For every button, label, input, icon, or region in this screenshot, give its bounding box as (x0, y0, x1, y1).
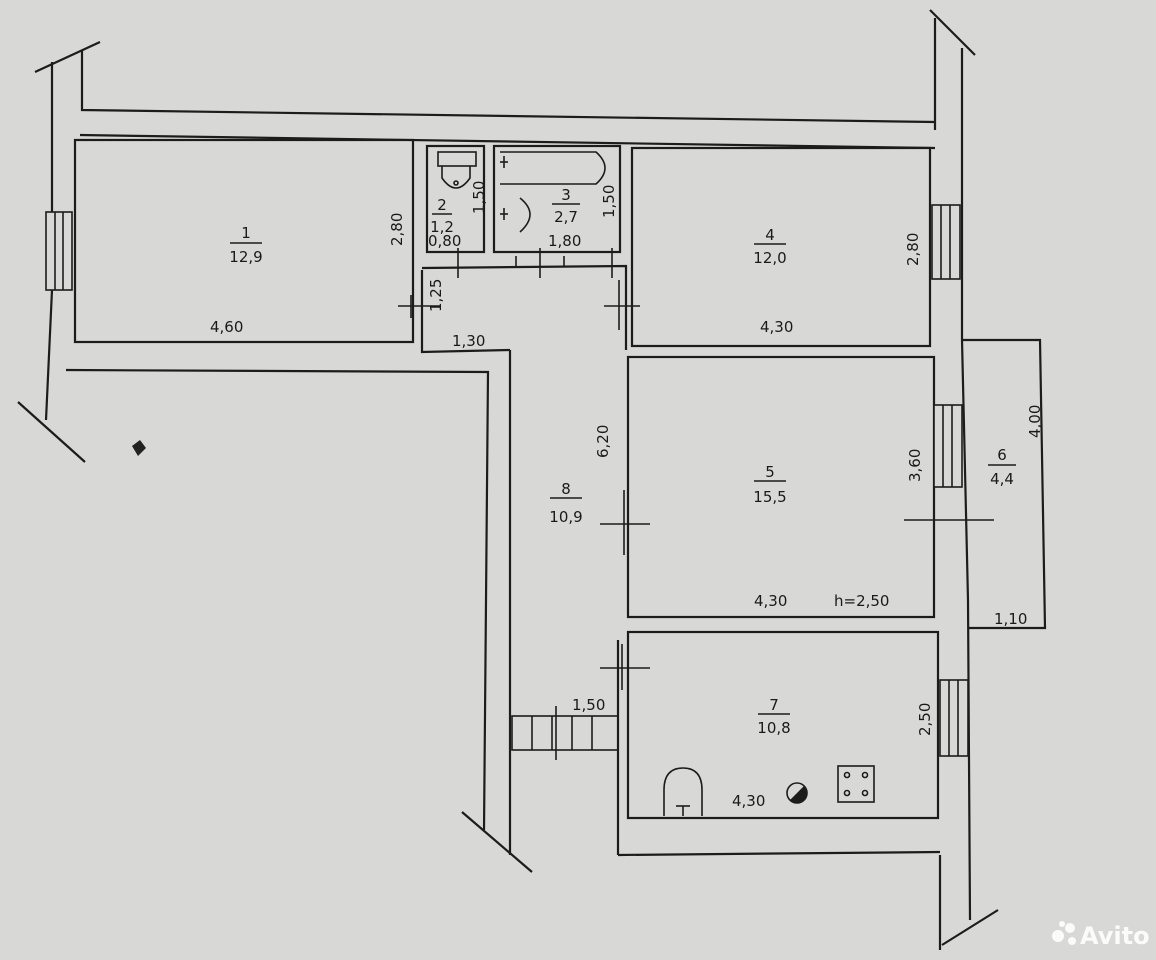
avito-logo-text: Avito (1080, 922, 1150, 950)
room-3 (492, 144, 622, 254)
room-5-depth: 3,60 (906, 449, 924, 482)
room-1-area: 12,9 (229, 248, 262, 266)
hall-small-dim: 1,25 (427, 279, 445, 312)
ceiling-height: h=2,50 (834, 592, 889, 610)
boiler-icon (786, 782, 808, 804)
room-1-width: 4,60 (210, 318, 243, 336)
window-room-1 (45, 211, 73, 291)
room-2-width: 0,80 (428, 232, 461, 250)
cooktop-icon (837, 765, 875, 803)
ink-spot (132, 440, 146, 456)
room-6 (962, 338, 1047, 630)
stove-oven-icon (663, 767, 703, 816)
room-7-area: 10,8 (757, 719, 790, 737)
room-5-width: 4,30 (754, 592, 787, 610)
room-1-depth: 2,80 (388, 213, 406, 246)
window-room-7 (939, 679, 969, 757)
room-7-number: 7 (769, 696, 779, 714)
room-4-area: 12,0 (753, 249, 786, 267)
room-3-area: 2,7 (554, 208, 578, 226)
room-7-depth: 2,50 (916, 703, 934, 736)
window-room-4 (931, 204, 961, 280)
room-2 (425, 144, 486, 254)
room-7-width: 4,30 (732, 792, 765, 810)
stair-width: 1,50 (572, 696, 605, 714)
room-8-number: 8 (561, 480, 571, 498)
room-8-area: 10,9 (549, 508, 582, 526)
room-3-depth: 1,50 (600, 185, 618, 218)
room-2-number: 2 (437, 196, 447, 214)
room-2-depth: 1,50 (470, 181, 488, 214)
room-3-number: 3 (561, 186, 571, 204)
room-1 (73, 138, 415, 344)
room-6-number: 6 (997, 446, 1007, 464)
room-6-area: 4,4 (990, 470, 1014, 488)
bathtub-icon (500, 151, 606, 233)
room-6-depth: 4,00 (1026, 405, 1044, 438)
room-5-area: 15,5 (753, 488, 786, 506)
window-room-5 (933, 404, 963, 488)
room-3-width: 1,80 (548, 232, 581, 250)
toilet-icon (437, 151, 477, 189)
entrance-steps (511, 706, 619, 760)
room-5-number: 5 (765, 463, 775, 481)
avito-watermark: Avito (1052, 921, 1150, 950)
room-8-length: 6,20 (594, 425, 612, 458)
room-2-area: 1,2 (430, 218, 454, 236)
room-4-width: 4,30 (760, 318, 793, 336)
hall-width: 1,30 (452, 332, 485, 350)
door-marks (398, 248, 994, 690)
room-7 (626, 630, 940, 820)
room-4 (630, 146, 932, 348)
room-4-depth: 2,80 (904, 233, 922, 266)
room-4-number: 4 (765, 226, 775, 244)
room-6-width: 1,10 (994, 610, 1027, 628)
room-1-number: 1 (241, 224, 251, 242)
outer-walls (17, 9, 999, 950)
room-5 (626, 355, 936, 619)
